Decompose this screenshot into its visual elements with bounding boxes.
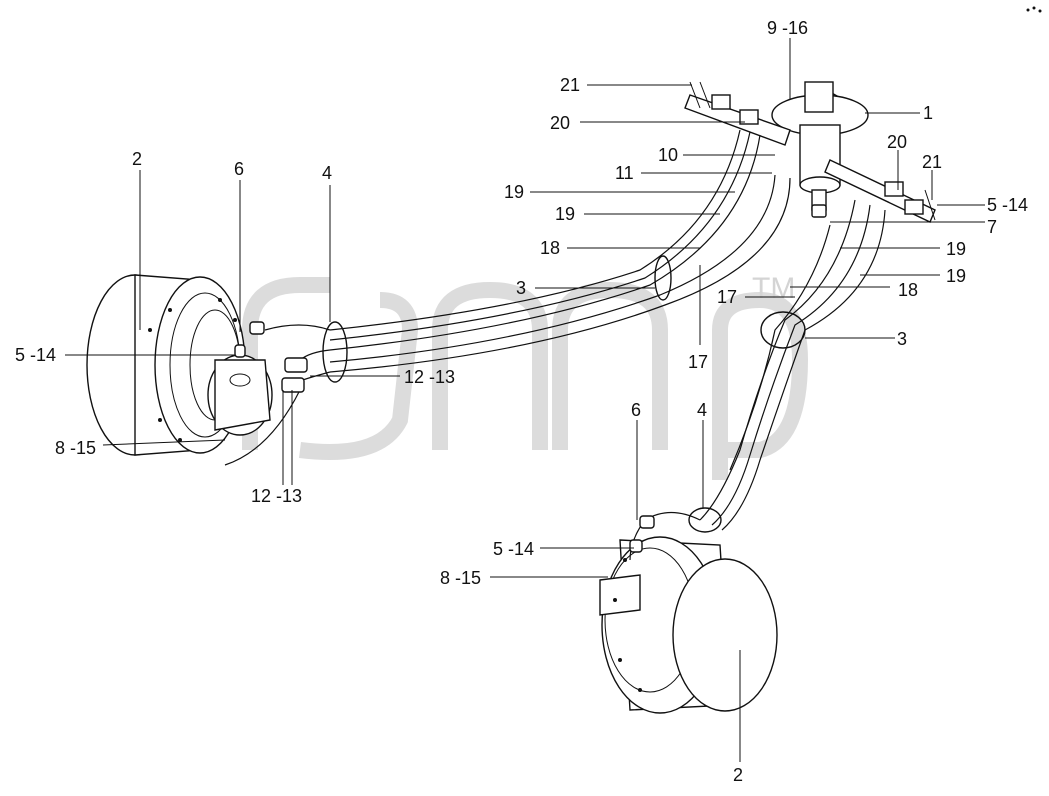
manifold-right bbox=[824, 159, 936, 223]
hose-clamps bbox=[322, 255, 806, 533]
callout-1: 1 bbox=[923, 103, 933, 123]
callout-18-a: 18 bbox=[540, 238, 560, 258]
callout-6-bottom: 6 bbox=[631, 400, 641, 420]
callout-4-bottom: 4 bbox=[697, 400, 707, 420]
callout-18-b: 18 bbox=[898, 280, 918, 300]
callout-11: 11 bbox=[615, 163, 634, 183]
callout-4-left: 4 bbox=[322, 163, 332, 183]
callout-5-14-left: 5 -14 bbox=[15, 345, 56, 365]
callout-6-left: 6 bbox=[234, 159, 244, 179]
manifold-left bbox=[684, 81, 791, 146]
callout-12-13-b: 12 -13 bbox=[251, 486, 302, 506]
callout-10: 10 bbox=[658, 145, 678, 165]
rotary-joint bbox=[771, 81, 869, 211]
callout-2-left: 2 bbox=[132, 149, 142, 169]
callout-17-b: 17 bbox=[688, 352, 708, 372]
callout-21-right: 21 bbox=[922, 152, 942, 172]
watermark-logo bbox=[242, 277, 809, 480]
callout-21-top: 21 bbox=[560, 75, 580, 95]
callout-19-a: 19 bbox=[504, 182, 524, 202]
callout-17-a: 17 bbox=[717, 287, 737, 307]
left-drive-motor bbox=[86, 274, 273, 456]
callout-20-top: 20 bbox=[550, 113, 570, 133]
callout-9-16: 9 -16 bbox=[767, 18, 808, 38]
hose-bundle bbox=[224, 129, 886, 561]
fittings bbox=[234, 204, 827, 553]
callout-7: 7 bbox=[987, 217, 997, 237]
callout-19-d: 19 bbox=[946, 266, 966, 286]
callout-19-c: 19 bbox=[946, 239, 966, 259]
callout-20-right: 20 bbox=[887, 132, 907, 152]
callout-19-b: 19 bbox=[555, 204, 575, 224]
callout-8-15-bottom: 8 -15 bbox=[440, 568, 481, 588]
bottom-drive-motor bbox=[599, 536, 778, 714]
corner-mark bbox=[1026, 6, 1042, 13]
leader-lines bbox=[65, 38, 985, 762]
watermark-text: TM bbox=[752, 272, 795, 305]
callout-5-14-right: 5 -14 bbox=[987, 195, 1028, 215]
callout-5-14-bottom: 5 -14 bbox=[493, 539, 534, 559]
callout-12-13-a: 12 -13 bbox=[404, 367, 455, 387]
callout-3-left: 3 bbox=[516, 278, 526, 298]
callout-3-right: 3 bbox=[897, 329, 907, 349]
callout-2-bottom: 2 bbox=[733, 765, 743, 785]
callout-labels: 21 9 -16 1 20 10 20 21 11 19 5 -14 19 7 … bbox=[15, 18, 1028, 785]
callout-8-15-left: 8 -15 bbox=[55, 438, 96, 458]
